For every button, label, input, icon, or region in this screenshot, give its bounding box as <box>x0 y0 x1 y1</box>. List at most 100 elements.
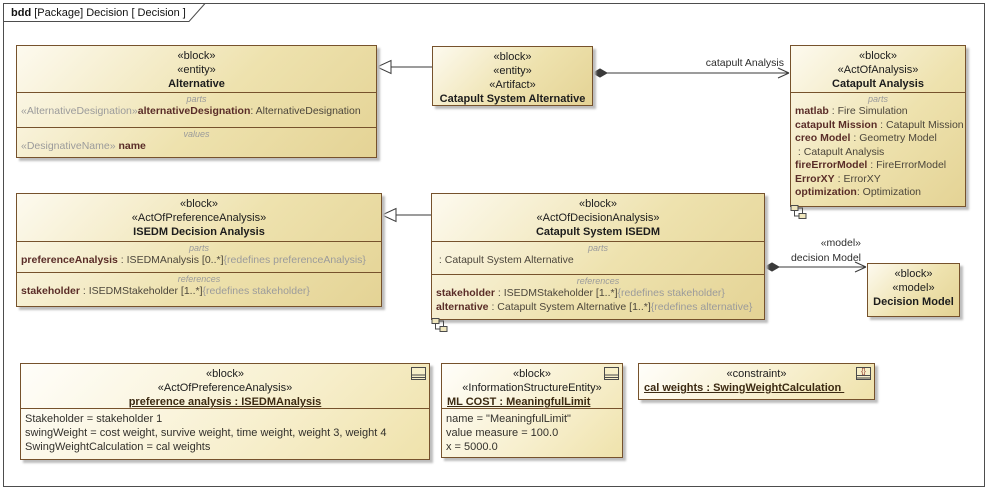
reference-name: stakeholder <box>436 287 495 299</box>
model-stereotype-label: «model» <box>821 237 861 249</box>
block-alternative[interactable]: «block» «entity» Alternative parts «Alte… <box>16 45 377 158</box>
part-type: : ErrorXY <box>834 172 881 185</box>
part-type: : Fire Simulation <box>828 105 908 117</box>
stereotype: «ActOfPreferenceAnalysis» <box>157 382 293 394</box>
part-redefines: {redefines preferenceAnalysis} <box>223 254 366 266</box>
slot-row: value measure = 100.0 <box>446 427 559 439</box>
instance-header: «block» «ActOfPreferenceAnalysis» prefer… <box>21 364 429 408</box>
constraint-name: cal weights : SwingWeightCalculation <box>644 382 845 394</box>
block-name: Catapult Analysis <box>832 78 924 90</box>
part-type: : ISEDMAnalysis [0..*] <box>117 254 224 266</box>
instance-name: preference analysis : ISEDMAnalysis <box>128 396 322 408</box>
instance-name: ML COST : MeaningfulLimit <box>447 396 591 408</box>
parts-compartment: parts : Catapult System Alternative <box>432 241 764 274</box>
part-type: : Catapult Mission <box>877 118 964 131</box>
block-catapult-analysis[interactable]: «block» «ActOfAnalysis» Catapult Analysi… <box>790 45 966 219</box>
block-decision-model[interactable]: «block» «model» Decision Model <box>867 263 960 317</box>
stereotype: «InformationStructureEntity» <box>462 382 602 394</box>
part-name: fireErrorModel <box>795 159 868 171</box>
slots-compartment: Stakeholder = stakeholder 1 swingWeight … <box>21 408 429 459</box>
stereotype: «block» <box>493 51 532 63</box>
reference-type: : ISEDMStakeholder [1..*] <box>494 287 618 299</box>
composition-isedm-to-decision-model[interactable]: «model» decision Model <box>763 237 867 273</box>
slot-row: Stakeholder = stakeholder 1 <box>25 413 163 425</box>
stereotype: «entity» <box>493 65 532 77</box>
reference-redefines: {redefines stakeholder} <box>202 285 310 297</box>
block-name: Alternative <box>168 78 225 90</box>
block-header: «block» «ActOfAnalysis» Catapult Analysi… <box>791 46 965 92</box>
block-header: «block» «ActOfPreferenceAnalysis» ISEDM … <box>17 194 381 241</box>
part-name: matlab <box>795 105 829 117</box>
reference-type: : ISEDMStakeholder [1..*] <box>79 285 203 297</box>
block-name: Catapult System Alternative <box>439 93 586 105</box>
instance-preference-analysis[interactable]: «block» «ActOfPreferenceAnalysis» prefer… <box>20 363 430 460</box>
value-row: «DesignativeName» name <box>21 140 372 154</box>
part-type: : Geometry Model <box>850 132 937 144</box>
compartment-label: values <box>183 129 210 139</box>
internal-structure-icon[interactable] <box>790 204 808 220</box>
part-row: matlab : Fire Simulation <box>795 105 961 119</box>
parts-compartment: parts matlab : Fire Simulation catapult … <box>791 92 965 206</box>
stereotype: «Artifact» <box>489 79 536 91</box>
part-type: : Catapult Analysis <box>795 145 885 158</box>
diagram-kind: bdd <box>11 7 32 19</box>
stereotype: «block» <box>180 198 218 210</box>
value-stereotype: «DesignativeName» <box>21 140 119 152</box>
parts-compartment: parts preferenceAnalysis : ISEDMAnalysis… <box>17 241 381 272</box>
slot-row: x = 5000.0 <box>446 441 498 453</box>
composition-csa-to-catapult-analysis[interactable]: catapult Analysis <box>591 57 790 79</box>
part-name: alternativeDesignation <box>137 105 251 117</box>
slot-row: SwingWeightCalculation = cal weights <box>25 441 211 453</box>
references-compartment: references stakeholder : ISEDMStakeholde… <box>17 272 381 306</box>
part-name: preferenceAnalysis <box>21 254 118 266</box>
stereotype: «block» <box>859 50 897 62</box>
instance-specification-icon <box>604 367 619 380</box>
part-row: creo Model : Geometry Model <box>795 132 961 146</box>
reference-row: stakeholder : ISEDMStakeholder [1..*]{re… <box>21 285 377 299</box>
part-row: ErrorXY : ErrorXY <box>795 173 961 187</box>
part-row: fireErrorModel : FireErrorModel <box>795 159 961 173</box>
reference-row: alternative : Catapult System Alternativ… <box>436 301 760 315</box>
reference-redefines: {redefines alternative} <box>650 300 753 313</box>
compartment-label: parts <box>188 243 209 253</box>
part-row: : Catapult System Alternative <box>436 254 760 268</box>
internal-structure-icon[interactable] <box>431 317 449 333</box>
part-name: ErrorXY <box>795 172 835 185</box>
part-type: : FireErrorModel <box>867 159 947 171</box>
part-stereotype: «AlternativeDesignation» <box>21 105 138 117</box>
part-name: optimization <box>795 186 857 198</box>
generalization-isedm-to-decision-analysis[interactable] <box>380 207 431 223</box>
slot-row: name = "MeaningfulLimit" <box>446 413 571 425</box>
block-header: «block» «ActOfDecisionAnalysis» Catapult… <box>432 194 764 241</box>
part-name: catapult Mission <box>795 118 878 131</box>
part-row: optimization: Optimization <box>795 186 961 200</box>
reference-redefines: {redefines stakeholder} <box>617 287 725 299</box>
block-isedm-decision-analysis[interactable]: «block» «ActOfPreferenceAnalysis» ISEDM … <box>16 193 382 307</box>
constraint-icon: {} <box>856 367 871 380</box>
instance-ml-cost[interactable]: «block» «InformationStructureEntity» ML … <box>441 363 623 458</box>
instance-specification-icon <box>411 367 426 380</box>
stereotype: «block» <box>206 368 244 380</box>
compartment-label: references <box>177 274 221 284</box>
block-header: «block» «model» Decision Model <box>868 264 959 309</box>
block-header: «block» «entity» «Artifact» Catapult Sys… <box>433 47 592 106</box>
part-row: preferenceAnalysis : ISEDMAnalysis [0..*… <box>21 254 377 268</box>
svg-text:{}: {} <box>861 369 866 376</box>
diagram-frame <box>3 3 985 487</box>
generalization-csa-to-alternative[interactable] <box>375 59 432 75</box>
instance-header: «block» «InformationStructureEntity» ML … <box>442 364 622 408</box>
constraint-cal-weights[interactable]: «constraint» cal weights : SwingWeightCa… <box>638 363 875 400</box>
block-catapult-system-isedm[interactable]: «block» «ActOfDecisionAnalysis» Catapult… <box>431 193 765 332</box>
block-alternative-header: «block» «entity» Alternative <box>17 46 376 92</box>
block-catapult-system-alternative[interactable]: «block» «entity» «Artifact» Catapult Sys… <box>432 46 593 106</box>
parts-compartment: parts «AlternativeDesignation»alternativ… <box>17 92 376 127</box>
constraint-header: «constraint» cal weights : SwingWeightCa… <box>639 364 874 395</box>
reference-row: stakeholder : ISEDMStakeholder [1..*]{re… <box>436 287 760 301</box>
block-name: ISEDM Decision Analysis <box>133 226 265 238</box>
values-compartment: values «DesignativeName» name <box>17 127 376 157</box>
value-name: name <box>118 140 146 152</box>
decision-model-label: decision Model <box>791 252 861 264</box>
references-compartment: references stakeholder : ISEDMStakeholde… <box>432 274 764 319</box>
